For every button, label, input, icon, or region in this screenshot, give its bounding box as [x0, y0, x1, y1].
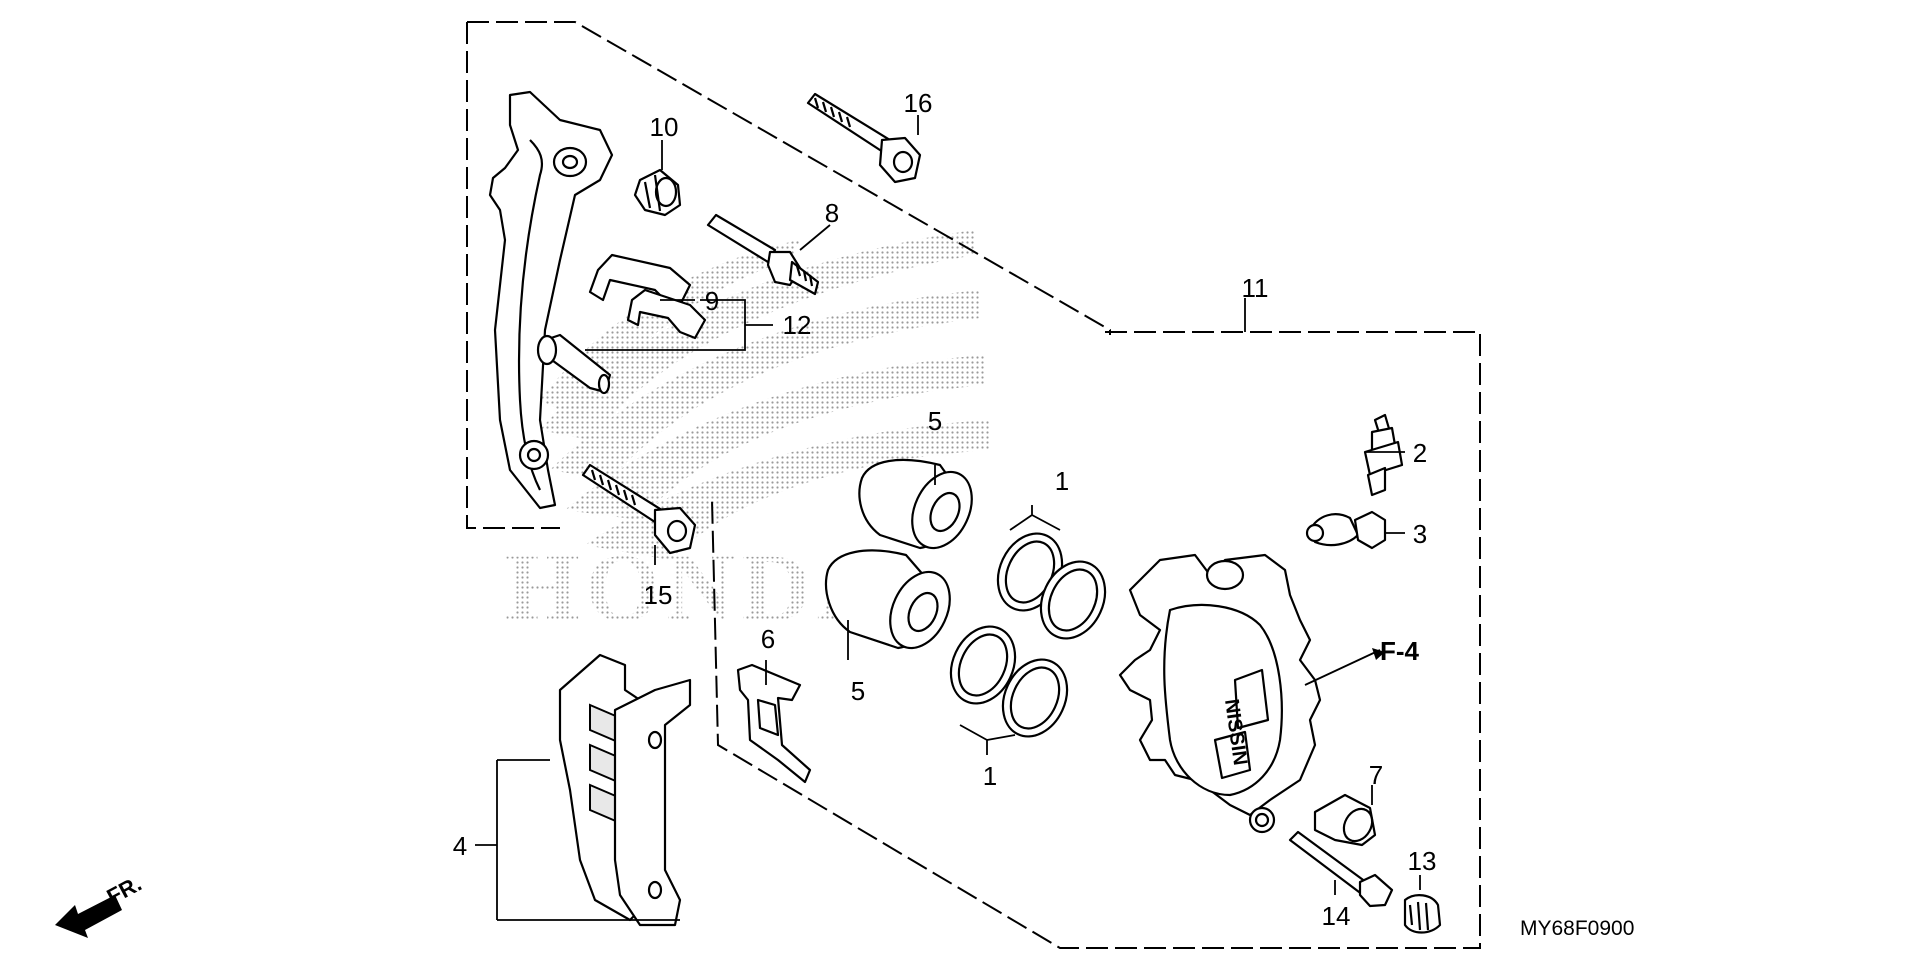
callout-3: 3	[1413, 519, 1427, 549]
callout-2: 2	[1413, 438, 1427, 468]
callout-5-upper: 5	[928, 406, 942, 436]
callout-1-lower: 1	[983, 761, 997, 791]
callout-15: 15	[644, 580, 673, 610]
callout-leaders	[475, 115, 1421, 921]
callout-5-lower: 5	[851, 676, 865, 706]
caliper-assembly-frame	[711, 331, 1481, 949]
mounting-bolt-upper	[806, 92, 922, 184]
brake-pad-set	[558, 653, 692, 927]
callout-labels: 16 10 8 11 9 12 5 1 2 3 15 6 5 1 7 4 13 …	[453, 88, 1635, 940]
caliper-piston-upper	[858, 458, 973, 550]
callout-11: 11	[1242, 273, 1269, 303]
callout-9: 7	[1369, 760, 1383, 790]
callout-1-upper: 1	[1055, 466, 1069, 496]
figure-code: MY68F0900	[1520, 917, 1634, 940]
piston-seal-set	[949, 532, 1107, 738]
pin-plug	[1403, 894, 1442, 934]
front-direction-arrow-icon: FR.	[55, 871, 146, 938]
callout-10: 10	[650, 112, 679, 142]
bleeder-cap	[1305, 510, 1387, 550]
callout-13: 13	[1408, 846, 1437, 876]
caliper-piston-lower	[824, 549, 951, 650]
caliper-pin	[1313, 793, 1377, 847]
caliper-body: NISSIN	[1118, 553, 1322, 834]
callout-6: 6	[761, 624, 775, 654]
pin-bolt-small	[1288, 830, 1394, 908]
callout-12: 12	[783, 310, 812, 340]
callout-7: 9	[705, 286, 719, 316]
bleeder-screw	[1363, 413, 1404, 497]
pin-bolt	[706, 213, 820, 296]
callout-14: 14	[1322, 901, 1351, 931]
mounting-bolt-lower	[581, 463, 697, 555]
callout-16: 16	[904, 88, 933, 118]
honda-watermark-text: HONDA	[505, 534, 892, 641]
pin-boot	[633, 168, 682, 217]
reference-f4: F-4	[1380, 636, 1420, 666]
callout-8: 8	[825, 198, 839, 228]
pad-spring	[736, 663, 812, 784]
callout-4: 4	[453, 831, 467, 861]
caliper-bracket	[488, 90, 614, 510]
bracket-assembly-frame-left	[466, 22, 560, 529]
